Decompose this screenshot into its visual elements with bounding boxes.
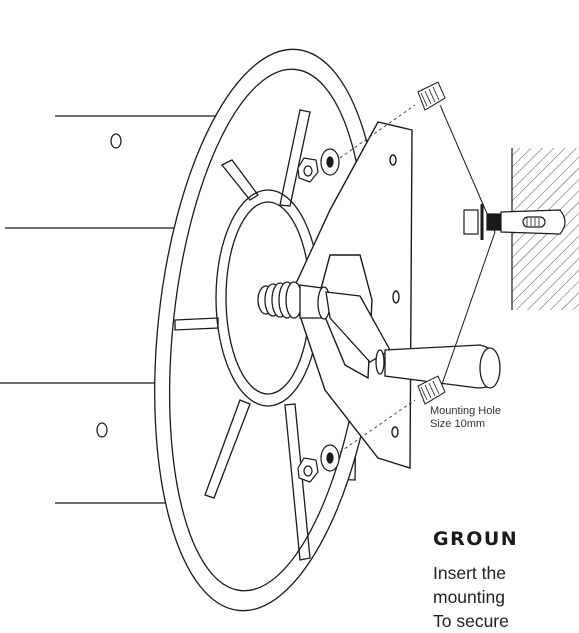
callout-line-2: Size 10mm xyxy=(430,418,486,430)
callout-line-1: Mounting Hole xyxy=(430,405,501,417)
leader-lines xyxy=(439,104,496,391)
upper-anchor-bolt xyxy=(417,81,446,112)
wall-anchor-detail xyxy=(463,204,566,240)
lower-fasteners xyxy=(297,444,340,483)
assembly-illustration xyxy=(0,48,579,612)
center-spring xyxy=(257,281,331,320)
body-line-2: mounting xyxy=(433,587,505,607)
mounting-hole-callout: Mounting Hole Size 10mm xyxy=(430,405,501,431)
upper-fasteners xyxy=(297,148,340,183)
body-line-1: Insert the xyxy=(433,563,506,583)
crank-handle xyxy=(325,291,501,389)
section-body: Insert the mounting To secure xyxy=(433,561,509,633)
lower-anchor-bolt xyxy=(417,375,446,406)
section-heading: GROUN xyxy=(433,528,519,550)
body-line-3: To secure xyxy=(433,611,509,631)
